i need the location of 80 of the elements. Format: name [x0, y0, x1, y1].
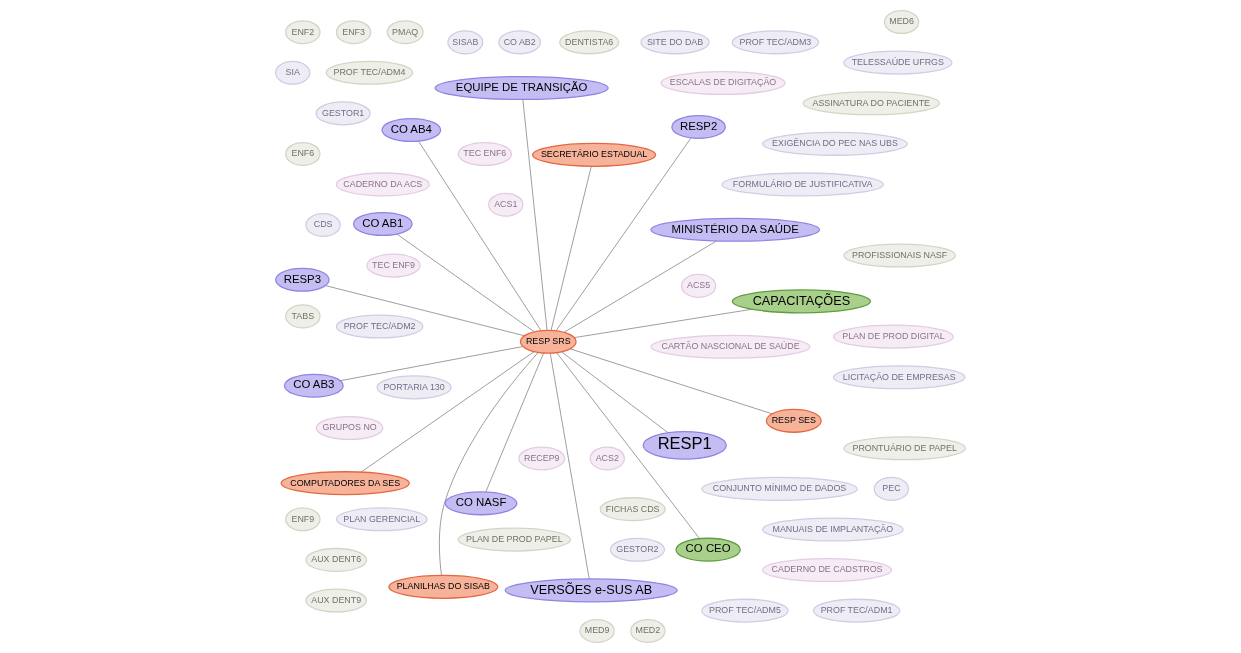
connector [522, 99, 548, 331]
node-ellipse: ENF6 [285, 141, 321, 167]
node-ellipse: AUX DENT9 [305, 588, 368, 613]
node-ellipse: AUX DENT6 [305, 547, 368, 572]
connector [556, 352, 700, 539]
node-ellipse: ACS1 [488, 192, 524, 217]
node-ellipse: GRUPOS NO [315, 415, 384, 441]
connector [396, 233, 535, 333]
node-ellipse: PROF TEC/ADM2 [335, 314, 424, 339]
node-ellipse: CO NASF [444, 491, 518, 516]
node-ellipse: RECEP9 [518, 446, 566, 471]
node-ellipse: GESTOR2 [609, 537, 666, 562]
node-ellipse: PLANILHAS DO SISAB [388, 574, 499, 599]
node-ellipse: ESCALAS DE DIGITAÇÃO [660, 70, 786, 95]
node-ellipse: CO AB2 [498, 30, 542, 55]
node-ellipse: MED6 [883, 10, 920, 35]
node-ellipse: RESP SES [765, 408, 822, 433]
node-ellipse: PROF TEC/ADM3 [731, 30, 820, 55]
node-ellipse: PROF TEC/ADM1 [812, 598, 901, 623]
node-ellipse: SITE DO DAB [640, 30, 710, 55]
connector [485, 352, 544, 493]
node-ellipse: RESP2 [671, 114, 726, 139]
node-ellipse: COMPUTADORES DA SES [280, 471, 410, 496]
node-ellipse: PLAN DE PROD DIGITAL [832, 324, 954, 349]
node-ellipse: FICHAS CDS [599, 497, 666, 522]
connector [561, 351, 669, 433]
node-ellipse: ACS5 [680, 273, 717, 298]
connector [360, 351, 535, 473]
node-ellipse: TEC ENF6 [457, 141, 513, 167]
node-ellipse: EQUIPE DE TRANSIÇÃO [434, 75, 609, 101]
node-ellipse: TABS [285, 304, 321, 329]
node-ellipse: CDS [305, 212, 341, 238]
node-ellipse: VERSÕES e-SUS AB [504, 578, 678, 603]
node-ellipse: ENF3 [335, 20, 372, 45]
connector [339, 346, 524, 382]
node-ellipse: ACS2 [589, 446, 626, 471]
node-ellipse: PMAQ [386, 20, 424, 45]
node-ellipse: FORMULÁRIO DE JUSTIFICATIVA [721, 172, 884, 197]
connector [555, 137, 692, 331]
node-ellipse: CAPACITAÇÕES [731, 289, 872, 314]
node-ellipse: PLAN GERENCIAL [335, 507, 428, 532]
node-ellipse: PORTARIA 130 [376, 375, 452, 400]
node-ellipse: PLAN DE PROD PAPEL [457, 527, 572, 552]
node-ellipse: CONJUNTO MÍNIMO DE DADOS [701, 476, 858, 501]
connector [439, 352, 539, 576]
node-ellipse: RESP3 [275, 267, 330, 292]
node-ellipse: PROF TEC/ADM4 [325, 60, 414, 85]
node-ellipse: PROFISSIONAIS NASF [843, 243, 956, 268]
node-ellipse: MANUAIS DE IMPLANTAÇÃO [761, 517, 904, 542]
node-ellipse: SISAB [447, 30, 484, 55]
node-ellipse: PRONTUÁRIO DE PAPEL [843, 436, 966, 461]
node-ellipse: CO CEO [675, 537, 741, 562]
node-ellipse: CO AB4 [381, 117, 442, 143]
node-ellipse: CADERNO DE CADSTROS [762, 558, 893, 583]
node-ellipse: CO AB1 [352, 211, 413, 237]
node-ellipse: ENF9 [285, 507, 321, 532]
node-ellipse: PROF TEC/ADM5 [701, 598, 789, 623]
node-ellipse: CADERNO DA ACS [335, 172, 430, 197]
node-ellipse: CO AB3 [283, 373, 344, 398]
node-ellipse: DENTISTA6 [559, 30, 620, 55]
node-ellipse: PEC [873, 476, 910, 501]
node-ellipse: SECRETÁRIO ESTADUAL [531, 142, 657, 167]
node-ellipse: LICITAÇÃO DE EMPRESAS [832, 365, 966, 390]
node-ellipse: CARTÃO NASCIONAL DE SAÚDE [650, 334, 811, 359]
node-ellipse: TELESSAÚDE UFRGS [843, 50, 953, 75]
node-ellipse: SIA [274, 60, 311, 85]
node-ellipse: RESP1 [642, 430, 727, 460]
node-ellipse: MINISTÉRIO DA SAÚDE [650, 217, 821, 242]
connector [569, 348, 773, 415]
node-ellipse: EXIGÊNCIA DO PEC NAS UBS [762, 131, 908, 156]
connector [550, 166, 592, 331]
node-ellipse: ASSINATURA DO PACIENTE [802, 91, 941, 116]
connector [573, 308, 752, 338]
node-ellipse: GESTOR1 [315, 101, 371, 126]
node-ellipse: MED2 [630, 618, 666, 643]
node-ellipse: MED9 [579, 618, 615, 643]
node-ellipse: TEC ENF9 [366, 253, 421, 278]
connector [549, 352, 590, 579]
node-ellipse: ENF2 [285, 20, 321, 45]
node-ellipse: RESP SRS [519, 329, 577, 354]
